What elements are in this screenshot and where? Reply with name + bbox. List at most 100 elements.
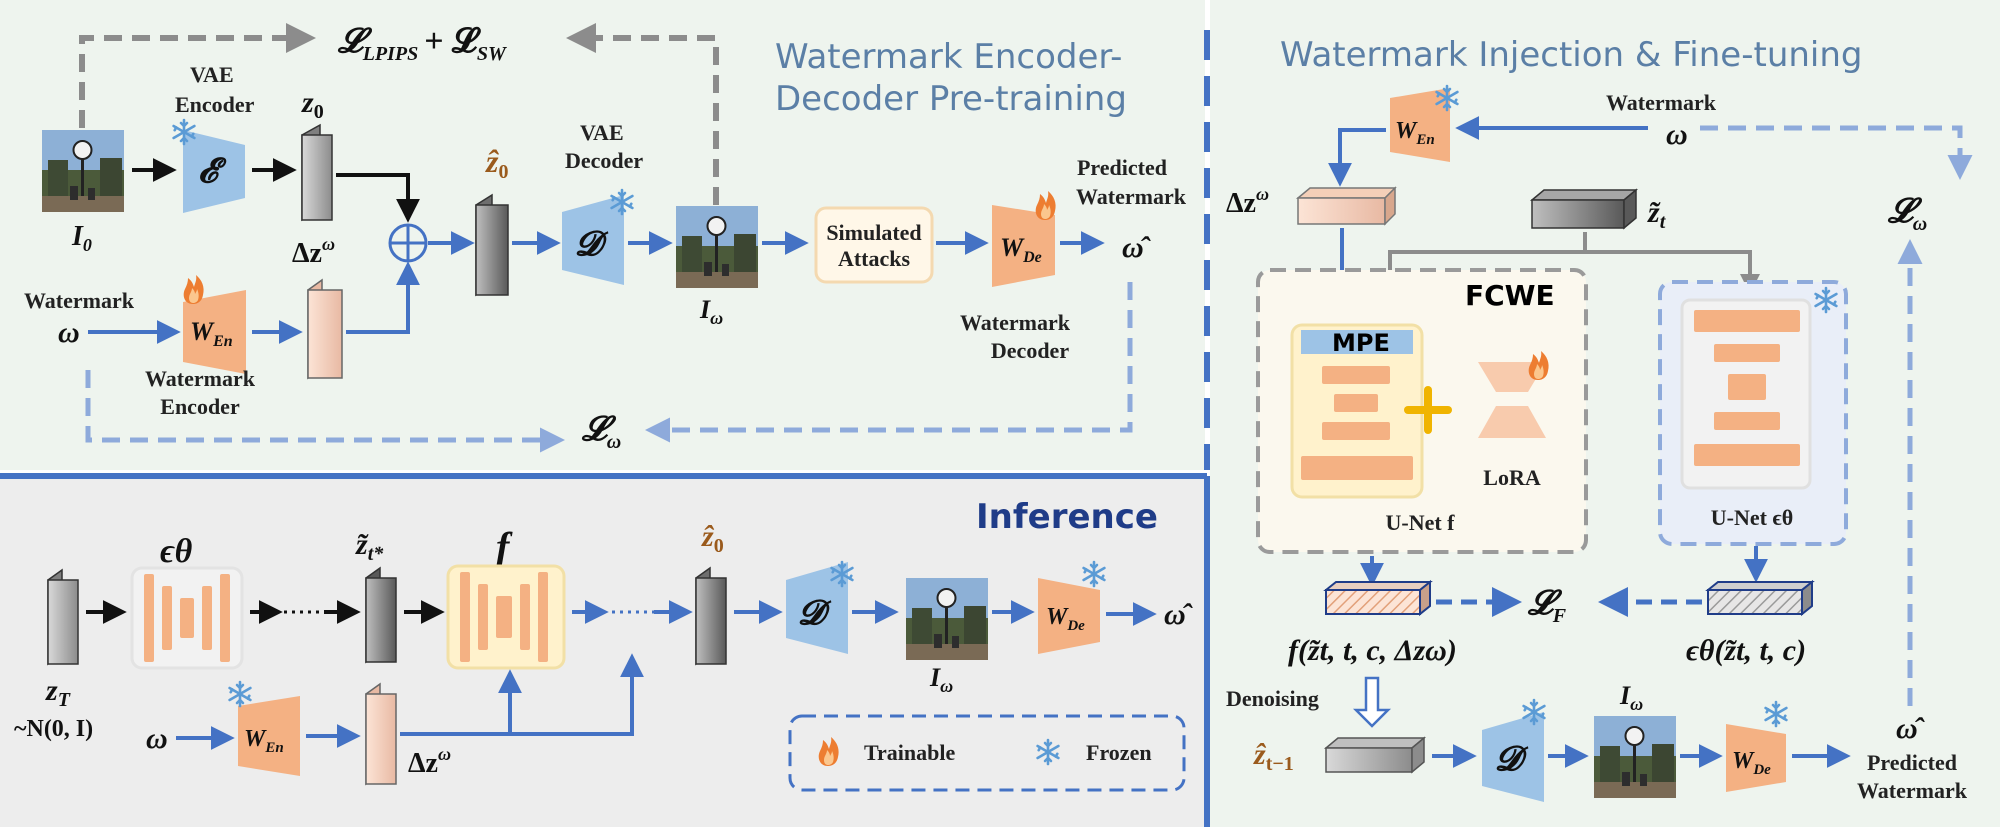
- pretrain-title-line1: Watermark Encoder-: [775, 37, 1122, 77]
- unet-f-label: U-Net f: [1385, 510, 1455, 535]
- mpe-bar: [1301, 330, 1413, 354]
- zT-distribution: ~N(0, I): [14, 716, 93, 742]
- unet-f-layer: [1322, 366, 1390, 384]
- watermark-decoder-label-2: Decoder: [991, 338, 1069, 363]
- eps-layer: [220, 574, 230, 662]
- lpips-sw-loss-loop: [79, 23, 719, 205]
- inf-zhat0-block: [695, 566, 727, 666]
- vae-decoder-block: [562, 195, 624, 285]
- watermark-encoder-block: [183, 290, 246, 374]
- zhat0-latent-block: [475, 193, 509, 297]
- unet-eps-label: U-Net ϵθ: [1711, 505, 1793, 530]
- inj-vae-decoder-block: [1482, 712, 1544, 802]
- inj-watermark-encoder-block: [1390, 88, 1450, 162]
- z-tilde-tstar-label: z̃t*: [355, 528, 384, 565]
- inf-watermarked-image: [905, 577, 989, 661]
- pretrain-title-line2: Decoder Pre-training: [775, 79, 1127, 119]
- unet-f-layer: [1301, 456, 1413, 480]
- inf-delta-z-block: [365, 682, 397, 786]
- inf-watermark-encoder-block: [238, 696, 300, 776]
- inj-watermarked-image: [1593, 715, 1677, 799]
- wen-label: WEn: [190, 317, 233, 350]
- inj-omega: ω: [1666, 118, 1688, 151]
- inf-delta-z-label: Δzω: [408, 744, 451, 779]
- f-layer: [460, 572, 470, 662]
- eps-layer: [162, 586, 172, 650]
- eps-layer: [180, 598, 194, 638]
- unet-eps-layer: [1714, 412, 1780, 430]
- watermark-decoder-label-1: Watermark: [960, 310, 1071, 335]
- vae-encoder-block: [183, 130, 245, 213]
- f-expression: f(z̃t, t, c, Δzω): [1288, 634, 1457, 667]
- watermarked-image-label: Iω: [699, 295, 723, 328]
- omega-loss-loop-right: [645, 282, 1133, 443]
- inj-delta-z-block: [1295, 186, 1397, 226]
- zT-latent-block: [47, 568, 79, 666]
- arrow-z0-to-plus: [336, 173, 420, 223]
- inf-omega: ω: [146, 722, 168, 755]
- inj-image-label: Iω: [1619, 681, 1643, 714]
- watermark-encoder-label-1: Watermark: [145, 366, 256, 391]
- injection-title: Watermark Injection & Fine-tuning: [1280, 35, 1863, 75]
- f-layer: [478, 584, 488, 650]
- lora-label: LoRA: [1483, 465, 1541, 490]
- eps-output-block: [1705, 579, 1815, 617]
- arrow-wen-to-deltaz-inj: [1328, 128, 1386, 187]
- delta-z-block: [307, 278, 343, 380]
- simulated-attacks-label-1: Simulated: [826, 220, 921, 245]
- inf-wde-label: WDe: [1046, 604, 1085, 634]
- inference-title: Inference: [976, 497, 1158, 537]
- watermark-encoder-label-2: Encoder: [160, 394, 240, 419]
- omega-input: ω: [58, 316, 80, 349]
- inf-zhat0-label: ẑ0: [701, 520, 724, 557]
- inj-delta-z-label: Δzω: [1226, 184, 1269, 219]
- input-image-label: I0: [71, 221, 92, 255]
- eps-theta-label: ϵθ: [160, 533, 193, 570]
- vae-decoder-label-2: Decoder: [565, 148, 643, 173]
- f-label: f: [496, 524, 513, 569]
- z0-label: z0: [301, 86, 324, 123]
- f-layer: [496, 596, 512, 638]
- z-tilde-t-block: [1529, 188, 1639, 230]
- predicted-watermark-label-1: Predicted: [1077, 155, 1167, 180]
- zhat-tminus1-label: ẑt−1: [1253, 738, 1294, 775]
- input-image: [41, 129, 125, 213]
- vae-encoder-label-1: VAE: [190, 62, 234, 87]
- f-layer: [538, 572, 548, 662]
- inf-image-label: Iω: [929, 663, 953, 696]
- fcwe-label: FCWE: [1465, 279, 1555, 312]
- inj-predicted-watermark-2: Watermark: [1857, 778, 1968, 803]
- unet-eps-layer: [1714, 344, 1780, 362]
- unet-f-layer: [1322, 422, 1390, 440]
- zhat0-label: ẑ0: [485, 143, 508, 183]
- denoising-arrow: [1352, 676, 1392, 728]
- omega-loss-loop-left: [85, 370, 565, 453]
- inj-predicted-watermark-1: Predicted: [1867, 750, 1957, 775]
- inj-wen-label: WEn: [1395, 118, 1435, 148]
- arrow-deltaz-to-plus: [346, 261, 420, 334]
- legend-box: [788, 714, 1186, 792]
- arrow-inf-deltaz-branch: [400, 653, 644, 736]
- zt-star-latent-block: [365, 566, 397, 664]
- eps-expression: ϵθ(z̃t, t, c): [1686, 634, 1806, 667]
- zhat-tminus1-block: [1323, 736, 1427, 774]
- z-tilde-t-label: z̃t: [1647, 196, 1667, 233]
- zT-label: zT: [45, 674, 71, 711]
- vae-decoder-label-1: VAE: [580, 120, 624, 145]
- inj-wde-label: WDe: [1732, 748, 1771, 778]
- mpe-label: MPE: [1332, 329, 1390, 357]
- unet-eps-layer: [1694, 310, 1800, 332]
- legend-frozen: Frozen: [1086, 740, 1152, 765]
- inf-watermark-decoder-block: [1038, 578, 1100, 654]
- simulated-attacks-box: [814, 206, 934, 284]
- inf-wen-label: WEn: [244, 726, 284, 756]
- inj-watermark-label: Watermark: [1606, 90, 1717, 115]
- inj-watermark-decoder-block: [1726, 724, 1786, 792]
- arrow-zt-to-unet-eps: [1585, 250, 1760, 294]
- unet-eps-layer: [1728, 374, 1766, 400]
- z0-latent-block: [301, 123, 333, 222]
- simulated-attacks-label-2: Attacks: [838, 246, 911, 271]
- watermark-decoder-block: [992, 205, 1055, 287]
- watermark-label: Watermark: [24, 288, 135, 313]
